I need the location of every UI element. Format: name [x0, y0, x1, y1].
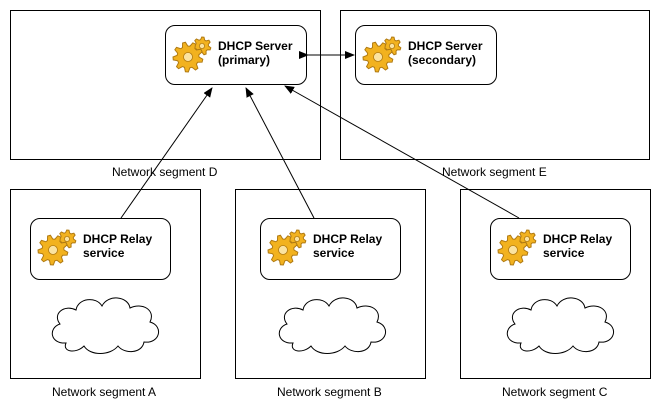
server-secondary-label: DHCP Server (secondary) [408, 39, 482, 67]
relay-a-label: DHCP Relay service [83, 232, 152, 260]
relay-b-label: DHCP Relay service [313, 232, 382, 260]
gear-icon [267, 228, 307, 268]
segment-a-label: Network segment A [52, 385, 157, 399]
relay-b-line1: DHCP Relay [313, 232, 383, 246]
relay-c-label: DHCP Relay service [543, 232, 612, 260]
server-primary-line2: (primary) [218, 53, 271, 67]
dhcp-relay-b[interactable]: DHCP Relay service [260, 218, 401, 280]
dhcp-relay-a[interactable]: DHCP Relay service [30, 218, 171, 280]
relay-b-line2: service [313, 246, 355, 260]
segment-c-label: Network segment C [502, 385, 608, 399]
server-secondary-line2: (secondary) [408, 53, 477, 67]
gear-icon [37, 228, 77, 268]
dhcp-server-primary[interactable]: DHCP Server (primary) [165, 25, 307, 85]
cloud-icon [44, 288, 168, 358]
gear-icon [172, 35, 212, 75]
segment-d-label: Network segment D [112, 165, 218, 179]
server-primary-line1: DHCP Server [218, 39, 293, 53]
segment-e-label: Network segment E [442, 165, 547, 179]
server-primary-label: DHCP Server (primary) [218, 39, 292, 67]
dhcp-relay-c[interactable]: DHCP Relay service [490, 218, 631, 280]
segment-b-label: Network segment B [277, 385, 382, 399]
relay-a-line2: service [83, 246, 125, 260]
relay-a-line1: DHCP Relay [83, 232, 153, 246]
dhcp-server-secondary[interactable]: DHCP Server (secondary) [355, 25, 497, 85]
server-secondary-line1: DHCP Server [408, 39, 483, 53]
gear-icon [362, 35, 402, 75]
relay-c-line1: DHCP Relay [543, 232, 613, 246]
relay-c-line2: service [543, 246, 585, 260]
cloud-icon [499, 288, 623, 358]
gear-icon [497, 228, 537, 268]
cloud-icon [271, 288, 395, 358]
